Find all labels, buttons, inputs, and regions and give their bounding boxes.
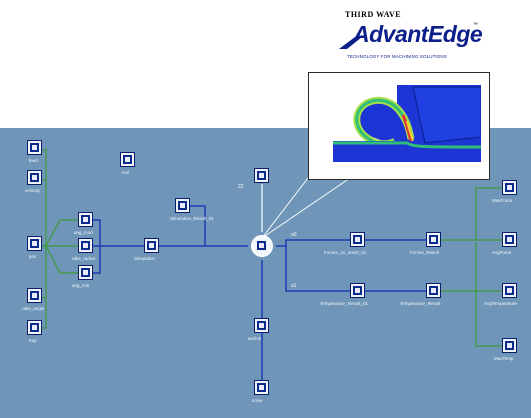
node-label: MaxForce (492, 198, 513, 203)
node-label: Forces_on_insert_01 (324, 250, 367, 255)
node-velocity[interactable] (27, 170, 42, 185)
node-ang-min[interactable] (78, 265, 93, 280)
logo-tagline: TECHNOLOGY FOR MACHINING SOLUTIONS (347, 54, 447, 59)
node-rake-angle[interactable] (27, 288, 42, 303)
node-label: Simulation (134, 256, 156, 261)
logo-trademark: ™ (473, 22, 478, 28)
node-arclink[interactable] (254, 318, 269, 333)
node-label: tmp (29, 338, 37, 343)
node-solve[interactable] (254, 380, 269, 395)
hub-label: a0 (291, 232, 297, 238)
logo-product-text: AdvantEdge (353, 21, 483, 47)
node-label: solve (252, 398, 263, 403)
node-ang-mod[interactable] (78, 212, 93, 227)
simulation-preview-window[interactable] (308, 72, 490, 180)
node-label: pos (29, 254, 37, 259)
node-label: AvgForce (492, 250, 512, 255)
node-max-temp[interactable] (502, 338, 517, 353)
node-rake-radius[interactable] (78, 238, 93, 253)
node-label: Simulation_Result_01 (170, 216, 214, 221)
node-simulation-result-01[interactable] (175, 198, 190, 213)
node-simulation[interactable] (144, 238, 159, 253)
node-label: Temperature_Result (400, 301, 441, 306)
node-label: feed (29, 158, 38, 163)
node-feed[interactable] (27, 140, 42, 155)
node-forces-on-insert[interactable] (350, 232, 365, 247)
node-label: Forces_Result (410, 250, 440, 255)
node-label: AvgTemperature (484, 301, 517, 306)
node-label: velocity (25, 188, 41, 193)
logo-company-text: THIRD WAVE (345, 10, 402, 19)
node-forces-result[interactable] (426, 232, 441, 247)
node-label: rake_radius (72, 256, 96, 261)
node-max-force[interactable] (502, 180, 517, 195)
node-temperature-result[interactable] (426, 283, 441, 298)
chip-formation-image (333, 85, 481, 162)
node-temperature-result-01[interactable] (350, 283, 365, 298)
node-done[interactable] (254, 168, 269, 183)
node-pos[interactable] (27, 236, 42, 251)
node-label: ang_min (72, 283, 90, 288)
advantedge-logo: THIRD WAVE AdvantEdge ™ TECHNOLOGY FOR M… (335, 10, 485, 62)
hub-node[interactable] (251, 235, 273, 257)
node-avg-force[interactable] (502, 232, 517, 247)
chip-formation-plot (333, 85, 481, 162)
node-label: arclink (248, 336, 262, 341)
node-label: ang_mod (74, 230, 93, 235)
hub-label: a1 (291, 283, 297, 289)
node-label: Temperature_Result_01 (320, 301, 369, 306)
hub-label: 22 (238, 184, 244, 190)
node-avg-temperature[interactable] (502, 283, 517, 298)
node-label: tool (122, 170, 130, 175)
node-tool[interactable] (120, 152, 135, 167)
node-tmp[interactable] (27, 320, 42, 335)
node-label: rake_angle (22, 306, 45, 311)
node-label: MaxTemp (494, 356, 514, 361)
logo-swoosh-icon (339, 37, 362, 49)
connection-wires (34, 149, 502, 388)
